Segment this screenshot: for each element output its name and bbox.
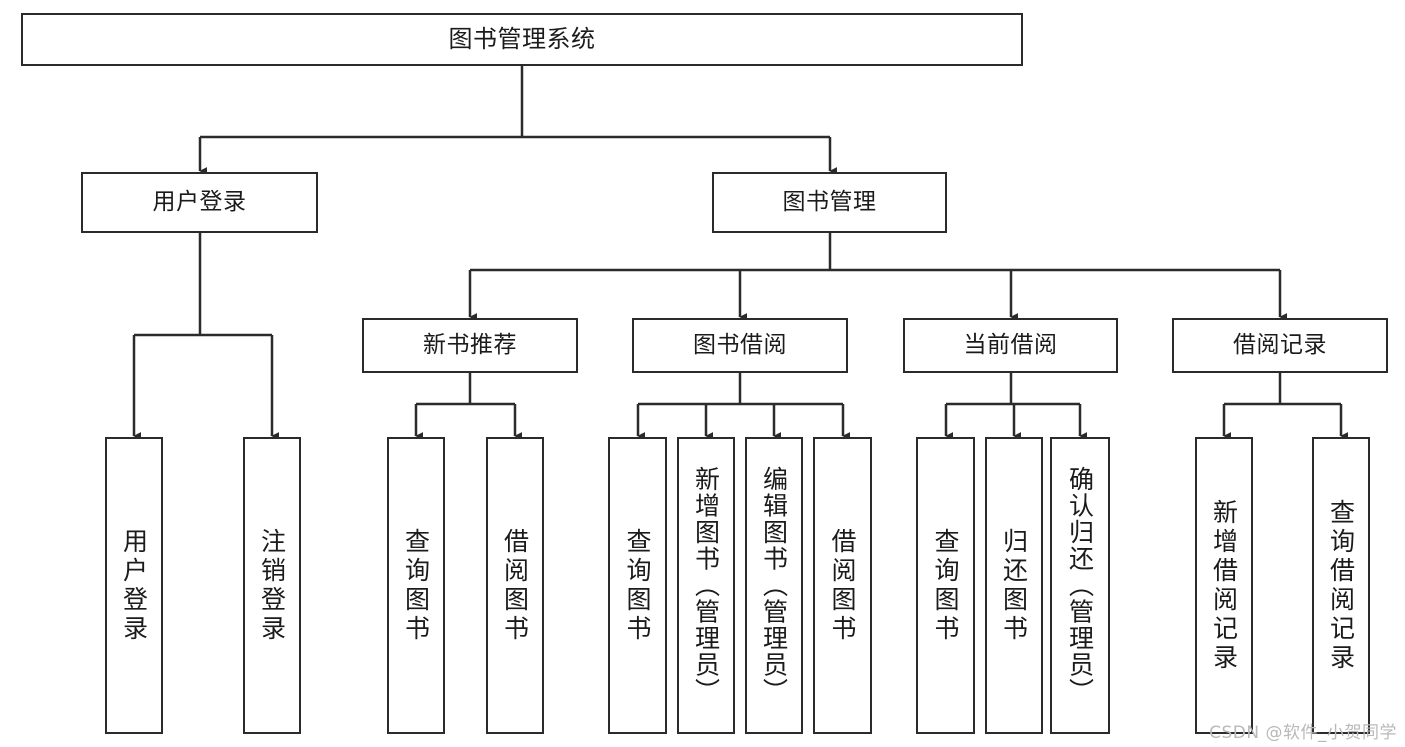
node-label: 注销登录 bbox=[257, 527, 287, 644]
node-book-borrow[interactable]: 图书借阅 bbox=[632, 318, 848, 373]
node-label: 确认归还（管理员） bbox=[1065, 466, 1095, 705]
node-root[interactable]: 图书管理系统 bbox=[21, 13, 1023, 66]
node-label: 图书管理系统 bbox=[448, 25, 596, 54]
node-leaf-query-book-2[interactable]: 查询图书 bbox=[608, 437, 667, 734]
node-label: 图书借阅 bbox=[693, 331, 787, 358]
node-label: 新增借阅记录 bbox=[1209, 498, 1239, 673]
node-user-login[interactable]: 用户登录 bbox=[81, 172, 318, 233]
node-book-manage[interactable]: 图书管理 bbox=[712, 172, 947, 233]
node-label: 归还图书 bbox=[999, 527, 1029, 644]
node-label: 编辑图书（管理员） bbox=[759, 466, 789, 705]
csdn-watermark: CSDN @软件_小贺同学 bbox=[1209, 723, 1397, 743]
node-leaf-add-record[interactable]: 新增借阅记录 bbox=[1195, 437, 1253, 734]
node-leaf-return-book[interactable]: 归还图书 bbox=[985, 437, 1043, 734]
node-leaf-logout[interactable]: 注销登录 bbox=[243, 437, 301, 734]
node-label: 当前借阅 bbox=[963, 331, 1058, 358]
node-label: 查询图书 bbox=[623, 527, 652, 644]
node-leaf-query-book-1[interactable]: 查询图书 bbox=[387, 437, 445, 734]
node-label: 借阅图书 bbox=[828, 527, 857, 644]
node-label: 新书推荐 bbox=[423, 331, 517, 358]
node-leaf-add-book[interactable]: 新增图书（管理员） bbox=[677, 437, 735, 734]
node-leaf-borrow-book-1[interactable]: 借阅图书 bbox=[486, 437, 544, 734]
node-label: 新增图书（管理员） bbox=[691, 466, 721, 705]
node-leaf-user-login[interactable]: 用户登录 bbox=[105, 437, 163, 734]
node-label: 查询图书 bbox=[931, 527, 960, 644]
node-leaf-query-book-3[interactable]: 查询图书 bbox=[916, 437, 975, 734]
node-label: 用户登录 bbox=[152, 188, 247, 215]
node-label: 借阅记录 bbox=[1233, 331, 1327, 358]
node-label: 图书管理 bbox=[782, 188, 877, 215]
node-new-book-rec[interactable]: 新书推荐 bbox=[362, 318, 578, 373]
node-label: 查询借阅记录 bbox=[1326, 498, 1356, 673]
node-borrow-record[interactable]: 借阅记录 bbox=[1172, 318, 1388, 373]
node-label: 查询图书 bbox=[401, 527, 431, 644]
node-label: 借阅图书 bbox=[500, 527, 530, 644]
node-leaf-confirm-return[interactable]: 确认归还（管理员） bbox=[1050, 437, 1110, 734]
node-current-borrow[interactable]: 当前借阅 bbox=[903, 318, 1118, 373]
node-leaf-query-record[interactable]: 查询借阅记录 bbox=[1312, 437, 1370, 734]
node-label: 用户登录 bbox=[119, 527, 149, 644]
node-leaf-borrow-book-2[interactable]: 借阅图书 bbox=[813, 437, 872, 734]
node-leaf-edit-book[interactable]: 编辑图书（管理员） bbox=[745, 437, 803, 734]
